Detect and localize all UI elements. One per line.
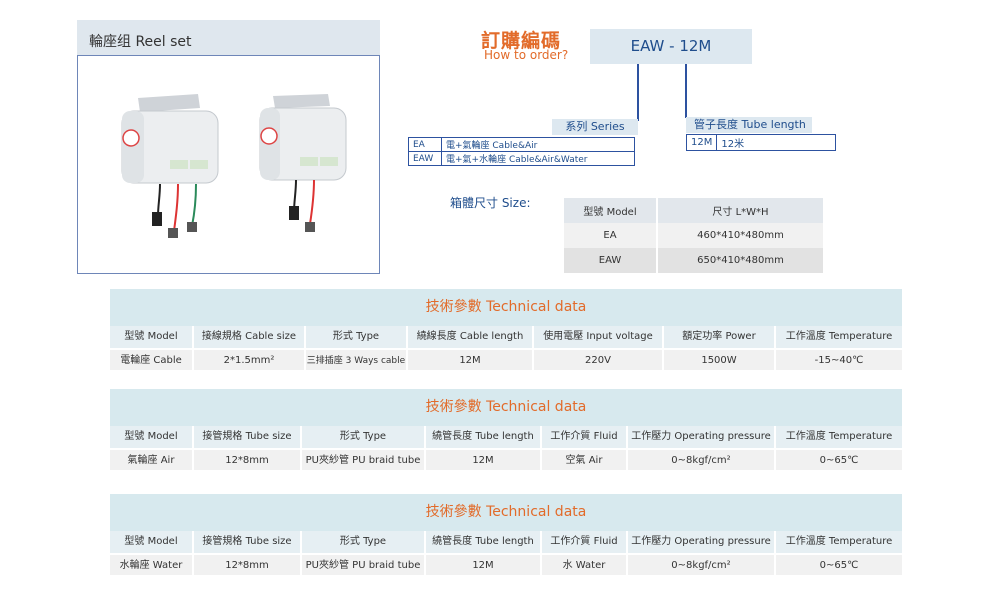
tech-header-cell: 工作壓力 Operating pressure: [628, 426, 776, 448]
tech-header-row: 型號 Model 接管規格 Tube size 形式 Type 繞管長度 Tub…: [110, 426, 902, 448]
tech-value-cell: 水輪座 Water: [110, 553, 194, 575]
tech-header-cell: 繞管長度 Tube length: [426, 531, 542, 553]
tech-value-cell: 電輪座 Cable: [110, 348, 194, 370]
tech-table-cable: 技術參數 Technical data 型號 Model 接線規格 Cable …: [110, 289, 902, 370]
tech-value-cell: 12M: [426, 553, 542, 575]
tech-header-cell: 工作溫度 Temperature: [776, 326, 902, 348]
tech-value-cell: 12*8mm: [194, 448, 302, 470]
tech-header-cell: 工作壓力 Operating pressure: [628, 531, 776, 553]
tech-header-cell: 工作溫度 Temperature: [776, 531, 902, 553]
tech-header-cell: 型號 Model: [110, 426, 194, 448]
series-table: EA 電+氣輪座 Cable&Air EAW 電+氣+水輪座 Cable&Air…: [408, 137, 635, 166]
order-title: 訂購編碼: [481, 30, 562, 52]
tech-header-cell: 接線規格 Cable size: [194, 326, 306, 348]
tech-header-cell: 形式 Type: [306, 326, 408, 348]
tech-value-cell: 12M: [426, 448, 542, 470]
tech-header-cell: 使用電壓 Input voltage: [534, 326, 664, 348]
tech-value-row: 電輪座 Cable 2*1.5mm² 三排插座 3 Ways cable 12M…: [110, 348, 902, 370]
tech-header-cell: 繞管長度 Tube length: [426, 426, 542, 448]
series-desc: 電+氣+水輪座 Cable&Air&Water: [441, 151, 635, 166]
reel-products-illustration: [121, 94, 347, 238]
tech-header-cell: 型號 Model: [110, 326, 194, 348]
tech-value-cell: 0~8kgf/cm²: [628, 448, 776, 470]
tech-header-cell: 額定功率 Power: [664, 326, 776, 348]
series-row: EA 電+氣輪座 Cable&Air: [408, 137, 635, 152]
size-row: EA 460*410*480mm: [564, 223, 823, 248]
size-header-dims: 尺寸 L*W*H: [656, 198, 823, 223]
tech-header-cell: 工作介質 Fluid: [542, 426, 628, 448]
tech-value-cell: 0~65℃: [776, 448, 902, 470]
tube-code: 12M: [685, 134, 718, 151]
tech-value-cell: 12M: [408, 348, 534, 370]
tube-length-table: 12M 12米: [685, 134, 837, 151]
reel-ea-image: [121, 94, 219, 238]
tech-value-cell: 空氣 Air: [542, 448, 628, 470]
series-code: EAW: [408, 151, 442, 166]
tech-value-cell: 2*1.5mm²: [194, 348, 306, 370]
tech-value-cell: PU夾紗管 PU braid tube: [302, 553, 426, 575]
tech-value-cell: 12*8mm: [194, 553, 302, 575]
tech-value-cell: 水 Water: [542, 553, 628, 575]
size-table: 型號 Model 尺寸 L*W*H EA 460*410*480mm EAW 6…: [564, 198, 823, 273]
size-model: EA: [564, 223, 657, 248]
size-label: 箱體尺寸 Size:: [450, 196, 531, 210]
tech-value-row: 水輪座 Water 12*8mm PU夾紗管 PU braid tube 12M…: [110, 553, 902, 575]
tech-value-cell: PU夾紗管 PU braid tube: [302, 448, 426, 470]
tech-header-cell: 工作溫度 Temperature: [776, 426, 902, 448]
tech-value-cell: 氣輪座 Air: [110, 448, 194, 470]
size-model: EAW: [564, 248, 657, 273]
reel-set-image-panel: [77, 55, 380, 274]
tech-header-row: 型號 Model 接管規格 Tube size 形式 Type 繞管長度 Tub…: [110, 531, 902, 553]
order-subtitle: How to order?: [484, 48, 569, 62]
reel-eaw-image: [259, 94, 347, 232]
series-code: EA: [408, 137, 442, 152]
tech-header-row: 型號 Model 接線規格 Cable size 形式 Type 繞線長度 Ca…: [110, 326, 902, 348]
tech-value-cell: 0~8kgf/cm²: [628, 553, 776, 575]
tech-value-cell: 1500W: [664, 348, 776, 370]
tube-row: 12M 12米: [685, 134, 837, 151]
tech-header-cell: 工作介質 Fluid: [542, 531, 628, 553]
tech-table-title: 技術參數 Technical data: [110, 494, 902, 531]
tech-header-cell: 形式 Type: [302, 426, 426, 448]
tech-table-water: 技術參數 Technical data 型號 Model 接管規格 Tube s…: [110, 494, 902, 575]
reel-set-title: 輪座组 Reel set: [89, 34, 192, 50]
tech-header-cell: 接管規格 Tube size: [194, 426, 302, 448]
series-desc: 電+氣輪座 Cable&Air: [441, 137, 635, 152]
series-label: 系列 Series: [552, 119, 638, 135]
tech-value-row: 氣輪座 Air 12*8mm PU夾紗管 PU braid tube 12M 空…: [110, 448, 902, 470]
tech-header-cell: 型號 Model: [110, 531, 194, 553]
tech-header-cell: 繞線長度 Cable length: [408, 326, 534, 348]
size-header-row: 型號 Model 尺寸 L*W*H: [564, 198, 823, 223]
size-header-model: 型號 Model: [564, 198, 657, 223]
size-row: EAW 650*410*480mm: [564, 248, 823, 273]
reel-set-header: 輪座组 Reel set: [77, 20, 380, 56]
tube-length-label: 管子長度 Tube length: [686, 117, 812, 133]
tech-table-title: 技術參數 Technical data: [110, 389, 902, 426]
tech-value-cell: 三排插座 3 Ways cable: [306, 348, 408, 370]
tube-connector-line: [685, 64, 687, 118]
model-code-box: EAW - 12M: [590, 29, 752, 64]
tech-value-cell: 0~65℃: [776, 553, 902, 575]
tube-desc: 12米: [716, 134, 837, 151]
size-dims: 650*410*480mm: [656, 248, 823, 273]
tech-value-cell: 220V: [534, 348, 664, 370]
tech-header-cell: 形式 Type: [302, 531, 426, 553]
series-connector-line: [637, 64, 639, 121]
tech-table-title: 技術參數 Technical data: [110, 289, 902, 326]
size-dims: 460*410*480mm: [656, 223, 823, 248]
tech-table-air: 技術參數 Technical data 型號 Model 接管規格 Tube s…: [110, 389, 902, 470]
series-row: EAW 電+氣+水輪座 Cable&Air&Water: [408, 151, 635, 166]
tech-value-cell: -15~40℃: [776, 348, 902, 370]
tech-header-cell: 接管規格 Tube size: [194, 531, 302, 553]
